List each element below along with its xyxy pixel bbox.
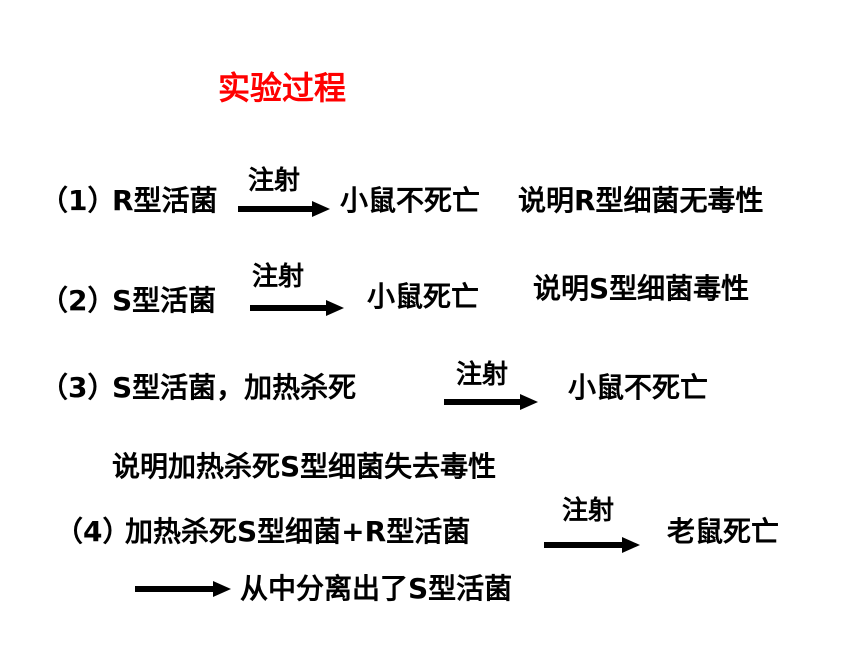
step-4-number: （4）: [55, 515, 131, 548]
step-3-arrow-icon: [444, 394, 538, 410]
step-4-conclusion: 从中分离出了S型活菌: [240, 572, 513, 605]
step-2-arrow-label: 注射: [252, 262, 305, 292]
step-4-subject: 加热杀死S型细菌+R型活菌: [125, 515, 471, 548]
step-2-number: （2）: [40, 284, 116, 317]
step-4-arrow-icon: [544, 537, 640, 553]
step-2-arrow-icon: [250, 300, 344, 316]
step-3-result: 小鼠不死亡: [568, 371, 709, 404]
step-2-subject: S型活菌: [112, 284, 217, 317]
slide-title: 实验过程: [218, 69, 347, 107]
step-1-result: 小鼠不死亡: [340, 184, 481, 217]
step-1-number: （1）: [40, 184, 116, 217]
step-1-subject: R型活菌: [112, 184, 218, 217]
step-4-arrow-label: 注射: [562, 496, 615, 526]
step-1-arrow-label: 注射: [248, 166, 301, 196]
step-3-subject: S型活菌，加热杀死: [112, 371, 357, 404]
step-3-conclusion: 说明加热杀死S型细菌失去毒性: [112, 450, 497, 483]
step-3-arrow-label: 注射: [456, 360, 509, 390]
step-4-result: 老鼠死亡: [667, 515, 780, 548]
step-2-conclusion: 说明S型细菌毒性: [533, 272, 750, 305]
step-4-conclusion-arrow-icon: [135, 581, 231, 597]
step-3-number: （3）: [40, 371, 116, 404]
step-2-result: 小鼠死亡: [367, 280, 480, 313]
step-1-conclusion: 说明R型细菌无毒性: [518, 184, 764, 217]
step-1-arrow-icon: [238, 201, 330, 217]
